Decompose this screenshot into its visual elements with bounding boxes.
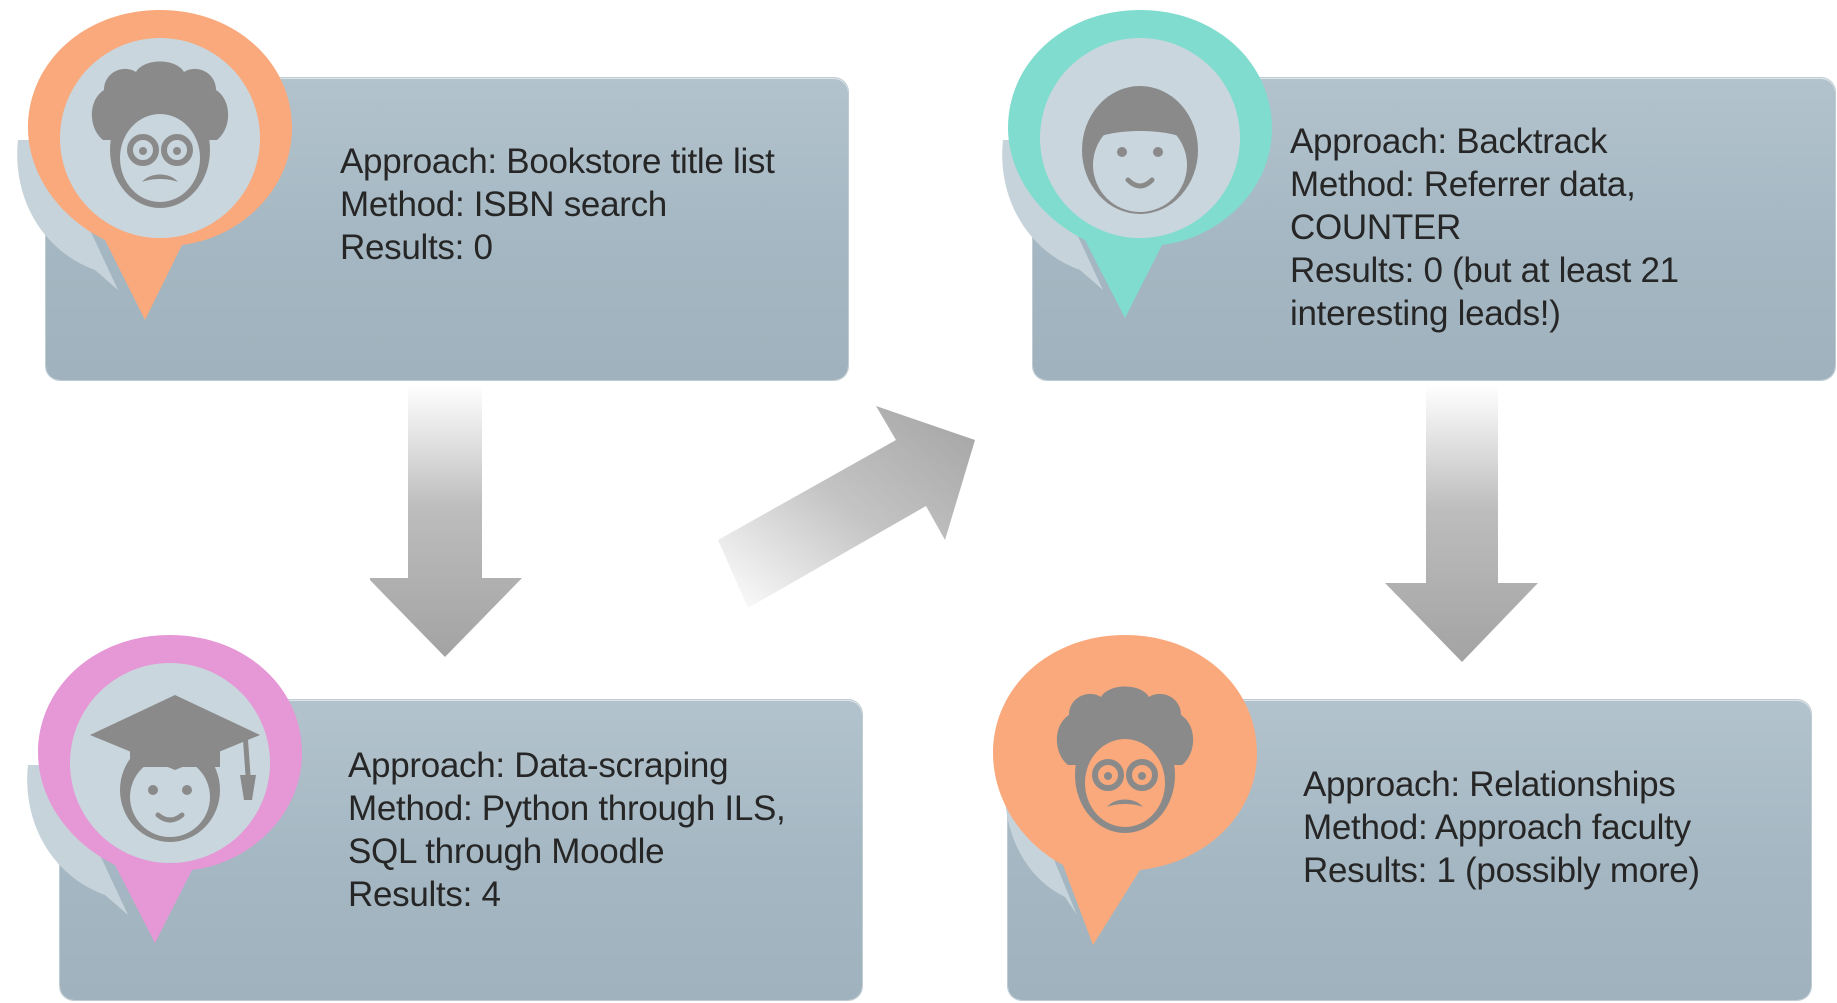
diagonal-arrow-icon — [700, 400, 1000, 630]
method-line: Method: Referrer data, — [1290, 165, 1636, 204]
results-line: Results: 0 (but at least 21 — [1290, 251, 1679, 290]
results-line: Results: 1 (possibly more) — [1303, 851, 1700, 890]
results-line: Results: 0 — [340, 228, 493, 267]
step-text-relationships: Approach: Relationships Method: Approach… — [1303, 763, 1700, 892]
method-line: Method: Python through ILS, — [348, 789, 786, 828]
approach-line: Approach: Relationships — [1303, 765, 1676, 804]
avatar-pin-orange — [0, 0, 310, 330]
avatar-pin-teal — [985, 0, 1295, 330]
avatar-pin-pink — [10, 625, 320, 955]
down-arrow-icon — [1383, 385, 1543, 665]
method-line: Method: ISBN search — [340, 185, 667, 224]
step-text-data-scraping: Approach: Data-scraping Method: Python t… — [348, 744, 786, 916]
down-arrow-icon — [370, 385, 530, 660]
professor-icon — [1056, 686, 1194, 833]
step-text-bookstore: Approach: Bookstore title list Method: I… — [340, 140, 775, 269]
step-text-backtrack: Approach: Backtrack Method: Referrer dat… — [1290, 120, 1679, 335]
method-line-continued: SQL through Moodle — [348, 832, 665, 871]
approach-line: Approach: Data-scraping — [348, 746, 729, 785]
professor-icon — [91, 61, 229, 208]
approach-line: Approach: Backtrack — [1290, 122, 1608, 161]
graduate-icon — [90, 695, 260, 842]
method-line-continued: COUNTER — [1290, 208, 1461, 247]
results-line: Results: 4 — [348, 875, 501, 914]
avatar-pin-orange-2 — [965, 625, 1275, 955]
results-line-continued: interesting leads!) — [1290, 294, 1561, 333]
approach-line: Approach: Bookstore title list — [340, 142, 775, 181]
method-line: Method: Approach faculty — [1303, 808, 1691, 847]
student-icon — [1082, 86, 1198, 214]
